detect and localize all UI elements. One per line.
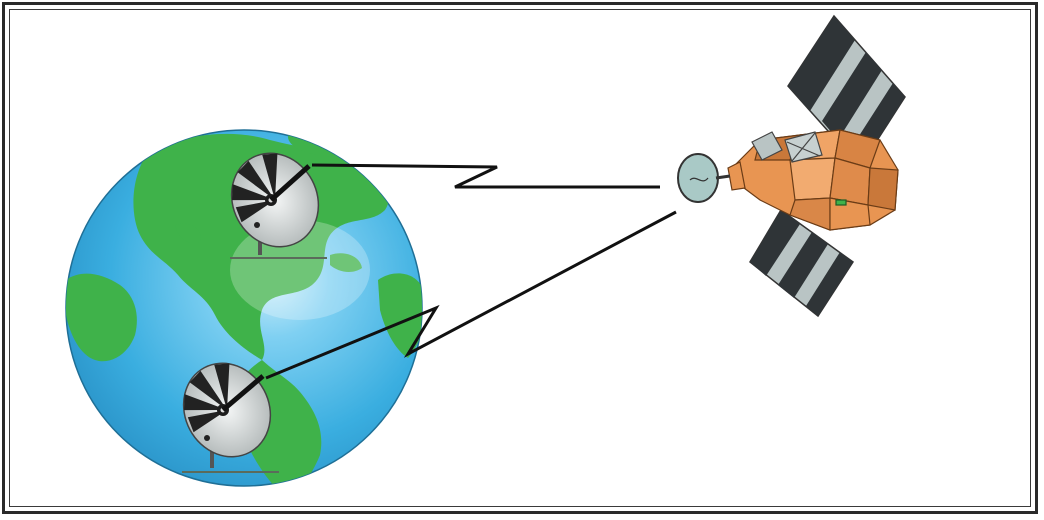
solar-panel-lower: [749, 208, 855, 318]
uplink-line: [311, 163, 660, 189]
communications-satellite-icon: [677, 14, 906, 318]
downlink-line: [265, 210, 677, 380]
outer-border: [2, 2, 1038, 514]
satellite-dish-icon: [677, 153, 731, 203]
ground-dish-antenna-icon: [230, 152, 327, 259]
earth-globe-icon: [65, 129, 423, 487]
inner-border: [9, 9, 1031, 507]
satellite-body: [727, 129, 899, 231]
ground-dish-antenna-icon: [182, 362, 279, 473]
